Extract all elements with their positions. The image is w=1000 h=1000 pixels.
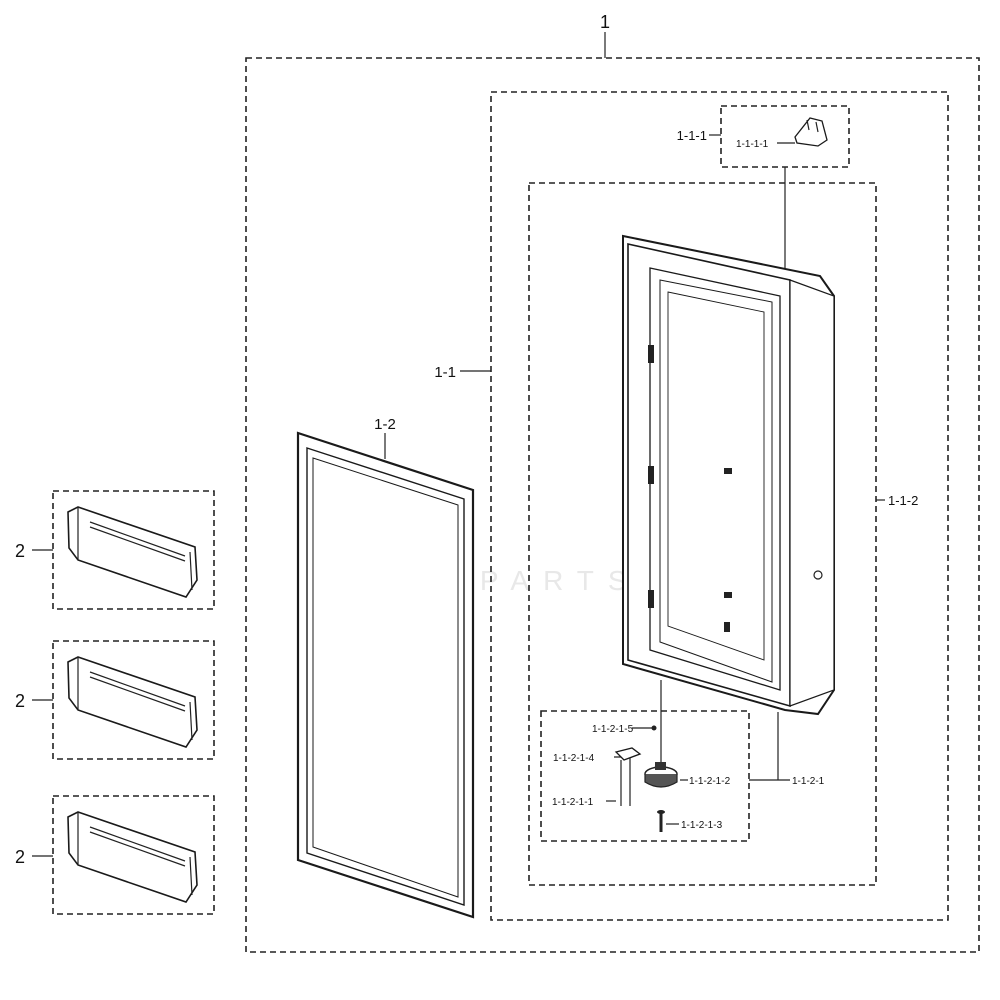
hinge-1-1-2-1-box [540,710,750,842]
bracket-1-1-1-box [720,105,850,168]
label-hinge-group: 1-1-2-1 [792,776,825,787]
bin-box-3 [52,795,215,915]
label-bin-1: 2 [15,541,25,561]
door-gasket-icon [296,431,475,919]
label-hinge-screw: 1-1-2-1-3 [681,820,723,831]
bin-box-1 [52,490,215,610]
label-hinge-pin: 1-1-2-1-5 [592,724,634,735]
label-door-foam: 1-1-2 [888,493,918,508]
label-hinge-cap: 1-1-2-1-2 [689,776,731,787]
label-bin-3: 2 [15,847,25,867]
label-bracket: 1-1-1-1 [736,139,769,150]
door-bin-icon [67,506,198,598]
screw-icon [657,810,665,832]
door-bin-icon [67,811,198,903]
hinge-icon [614,725,678,806]
door-panel-icon [622,234,835,716]
label-hinge-bolt: 1-1-2-1-1 [552,797,594,808]
label-assembly: 1 [600,12,610,32]
leader-lines [32,32,885,857]
label-bin-2: 2 [15,691,25,711]
label-hinge-bracket: 1-1-2-1-4 [553,753,595,764]
door-bin-icon [67,656,198,748]
assembly-1-box [245,57,980,953]
door-foam-1-1-2-box [528,182,877,886]
label-bracket-group: 1-1-1 [677,128,707,143]
bin-box-2 [52,640,215,760]
door-1-1-box [490,91,949,921]
label-gasket: 1-2 [374,416,396,433]
label-door: 1-1 [434,364,456,381]
bracket-icon [794,117,828,147]
